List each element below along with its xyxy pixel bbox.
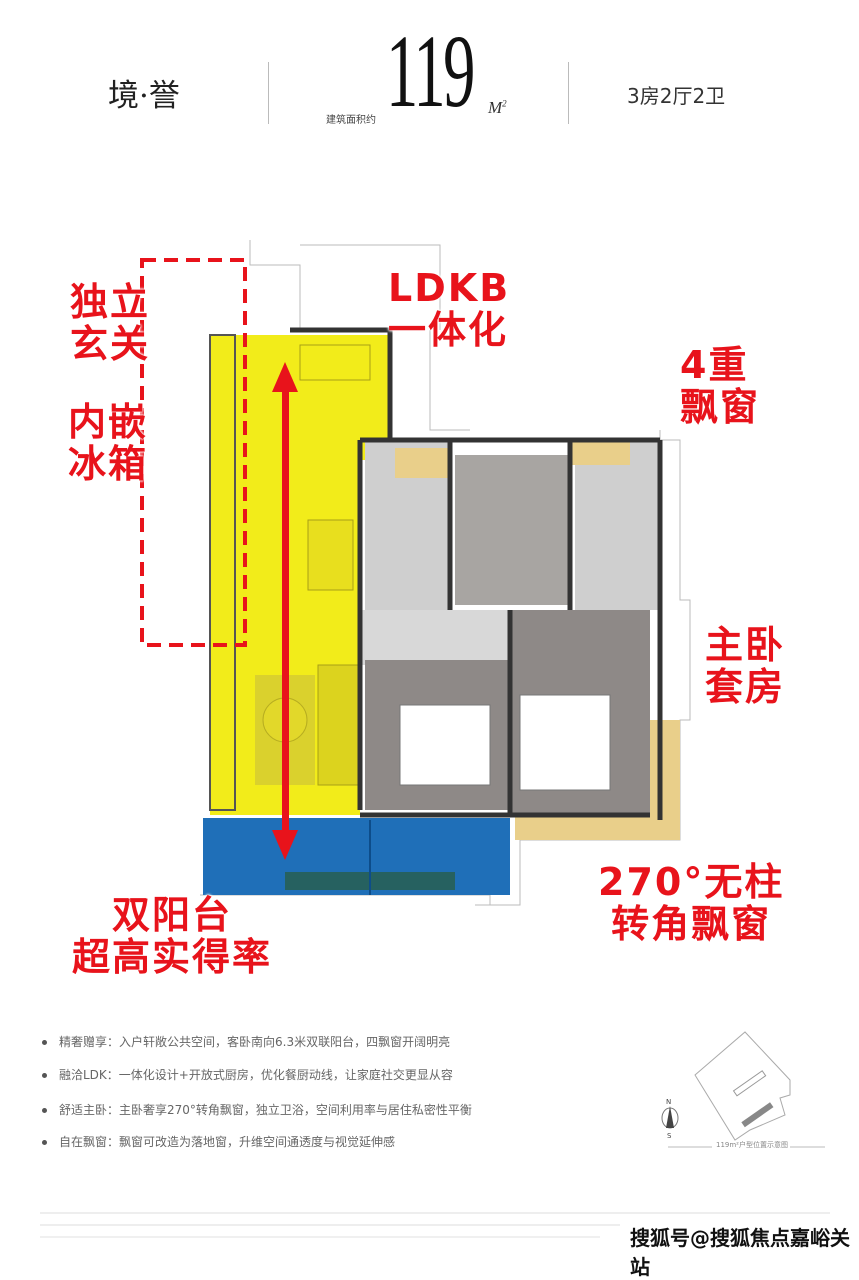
building-marker [732, 1070, 767, 1097]
north-label: N [666, 1098, 671, 1106]
callout-corner-window: 270°无柱转角飘窗 [598, 860, 785, 946]
room-layout: 3房2厅2卫 [627, 84, 726, 108]
callout-line: 冰箱 [68, 441, 149, 486]
stove [299, 344, 371, 381]
south-label: S [667, 1132, 672, 1140]
feature-text: 舒适主卧：主卧奢享270°转角飘窗，独立卫浴，空间利用率与居住私密性平衡 [59, 1103, 472, 1117]
feature-text: 精奢赠享：入户轩敞公共空间，客卧南向6.3米双联阳台，四飘窗开阔明亮 [59, 1035, 451, 1049]
sofa [317, 664, 359, 786]
area-label: 建筑面积约 [326, 115, 376, 126]
unit-text: M [488, 98, 503, 117]
unit-sup: 2 [502, 98, 507, 109]
bay-window [395, 448, 450, 478]
callout-line: 飘窗 [680, 384, 761, 429]
callout-line: 主卧 [705, 623, 786, 667]
bullet-icon [42, 1108, 47, 1113]
area-unit: M2 [488, 98, 507, 118]
wall [209, 334, 236, 811]
closet-room [455, 455, 570, 605]
location-map-label: 119m²户型位置示意图 [716, 1141, 788, 1149]
callout-balcony: 双阳台超高实得率 [72, 893, 273, 979]
callout-line: 转角飘窗 [611, 901, 772, 946]
entrance-dashed-box [140, 258, 247, 647]
callout-line: LDKB [388, 266, 511, 310]
site-outline [694, 1031, 791, 1141]
callout-line: 内嵌 [68, 400, 149, 444]
area-value: 119 [386, 14, 475, 129]
bullet-icon [42, 1073, 47, 1078]
callout-line: 一体化 [388, 307, 509, 352]
callout-fridge: 内嵌冰箱 [68, 400, 149, 486]
callout-entrance: 独立玄关 [70, 280, 151, 366]
unit-location-marker [741, 1102, 774, 1128]
callout-line: 独立 [70, 280, 151, 324]
bed-2 [399, 704, 491, 786]
divider [268, 62, 269, 124]
disclaimer-text-line [40, 1236, 600, 1238]
dining-table [307, 519, 354, 591]
callout-line: 双阳台 [112, 893, 233, 937]
walls [290, 327, 663, 820]
feature-item: 精奢赠享：入户轩敞公共空间，客卧南向6.3米双联阳台，四飘窗开阔明亮 [42, 1033, 450, 1050]
callout-line: 玄关 [70, 321, 151, 366]
feature-text: 融洽LDK：一体化设计+开放式厨房，优化餐厨动线，让家庭社交更显从容 [59, 1068, 453, 1082]
callout-line: 套房 [705, 664, 786, 709]
disclaimer-text-line [40, 1224, 620, 1226]
divider [568, 62, 569, 124]
bathroom-2 [575, 440, 660, 610]
callout-line: 4重 [680, 343, 749, 387]
corridor [360, 610, 510, 665]
length-arrow [272, 362, 298, 860]
watermark: 搜狐号@搜狐焦点嘉峪关站 [630, 1226, 850, 1279]
callout-line: 超高实得率 [72, 934, 273, 979]
bullet-icon [42, 1140, 47, 1145]
bay-window [570, 440, 630, 465]
callout-bay-windows: 4重飘窗 [680, 343, 761, 429]
feature-item: 融洽LDK：一体化设计+开放式厨房，优化餐厨动线，让家庭社交更显从容 [42, 1066, 453, 1083]
feature-text: 自在飘窗：飘窗可改造为落地窗，升维空间通透度与视觉延伸感 [59, 1135, 396, 1149]
disclaimer-text-line [40, 1212, 830, 1214]
callout-line: 270°无柱 [598, 860, 785, 904]
feature-item: 自在飘窗：飘窗可改造为落地窗，升维空间通透度与视觉延伸感 [42, 1133, 395, 1150]
location-map: N S [661, 1031, 825, 1148]
floor-plan [140, 240, 691, 906]
compass-needle-icon [666, 1106, 674, 1128]
callout-master-suite: 主卧套房 [705, 623, 786, 709]
unit-name: 境·誉 [108, 78, 180, 114]
bullet-icon [42, 1040, 47, 1045]
bed-master [519, 694, 611, 791]
feature-item: 舒适主卧：主卧奢享270°转角飘窗，独立卫浴，空间利用率与居住私密性平衡 [42, 1101, 472, 1118]
